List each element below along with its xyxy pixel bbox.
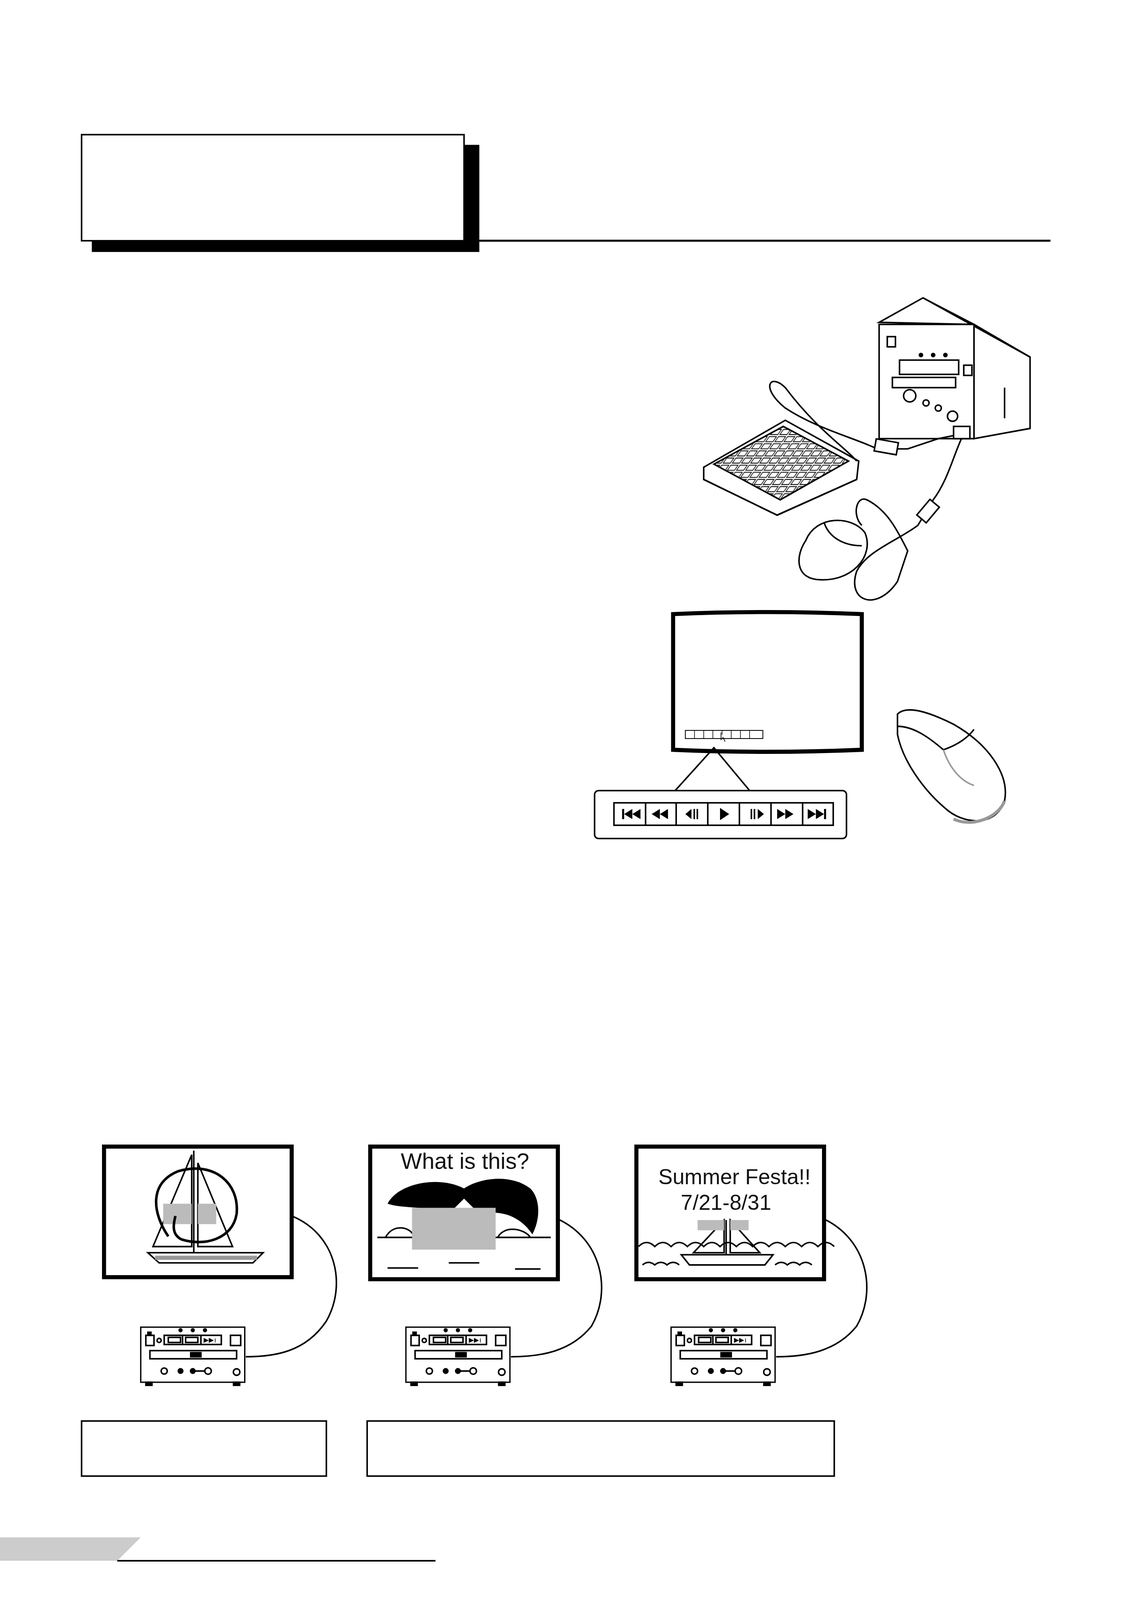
title-rule [479,239,1051,242]
screen-overlay-text: Summer Festa!! [658,1164,811,1189]
caption-box [81,1420,327,1476]
mouse [798,520,868,580]
keyboard-cable [769,381,965,461]
cable-plug [953,426,970,439]
title-box [81,134,464,241]
monitor-text-example [636,1146,835,1280]
recorder-unit [140,1326,245,1385]
screen-caption-text: What is this? [400,1149,530,1175]
page-tab [0,1536,141,1561]
mouse [897,709,1006,823]
callout-leader [675,747,750,791]
keyboard [703,420,859,516]
control-bar-callout [594,790,847,839]
video-cable [775,1218,867,1357]
footer-rule [117,1559,436,1562]
video-cable [510,1218,602,1357]
screen-overlay-text: 7/21-8/31 [680,1190,772,1214]
video-cable [245,1215,337,1357]
caption-box [367,1420,834,1476]
monitor-drawing-example [104,1146,292,1277]
monitor [673,612,862,752]
recorder-unit [879,297,1031,439]
cable-plug [916,499,940,523]
cable-plug [874,438,899,455]
recorder-unit [405,1326,511,1385]
mouse-cable [854,433,965,601]
recorder-unit [670,1326,776,1385]
monitor-mask-example [370,1146,558,1280]
